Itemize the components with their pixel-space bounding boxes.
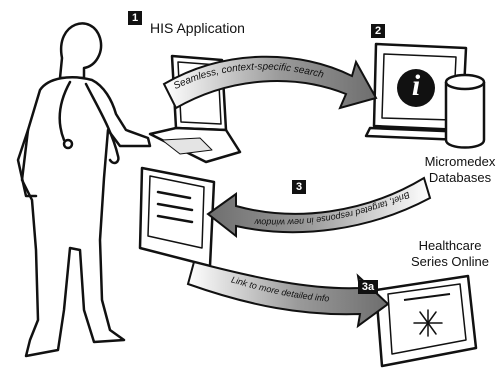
step-3a-badge: 3a (358, 280, 378, 294)
step-2-badge: 2 (371, 24, 385, 38)
micromedex-line-1: Micromedex (424, 154, 496, 169)
clinician-figure (16, 22, 152, 358)
his-application-label: HIS Application (150, 20, 245, 36)
step-3-badge: 3 (292, 180, 306, 194)
healthcare-line-1: Healthcare (418, 238, 482, 253)
response-arrow: Brief, targeted response in new window (206, 176, 432, 239)
healthcare-document (374, 274, 478, 368)
info-icon (397, 69, 435, 107)
micromedex-label: Micromedex Databases (410, 154, 499, 186)
healthcare-line-2: Series Online (410, 254, 490, 269)
healthcare-series-label: Healthcare Series Online (400, 238, 499, 270)
step-1-badge: 1 (128, 11, 142, 25)
info-glyph: i (411, 69, 421, 102)
micromedex-line-2: Databases (428, 170, 492, 185)
database-cylinder-icon (444, 73, 486, 149)
spark-icon (413, 309, 443, 337)
response-window (138, 166, 216, 268)
detail-arrow: Link to more detailed info (186, 260, 390, 329)
